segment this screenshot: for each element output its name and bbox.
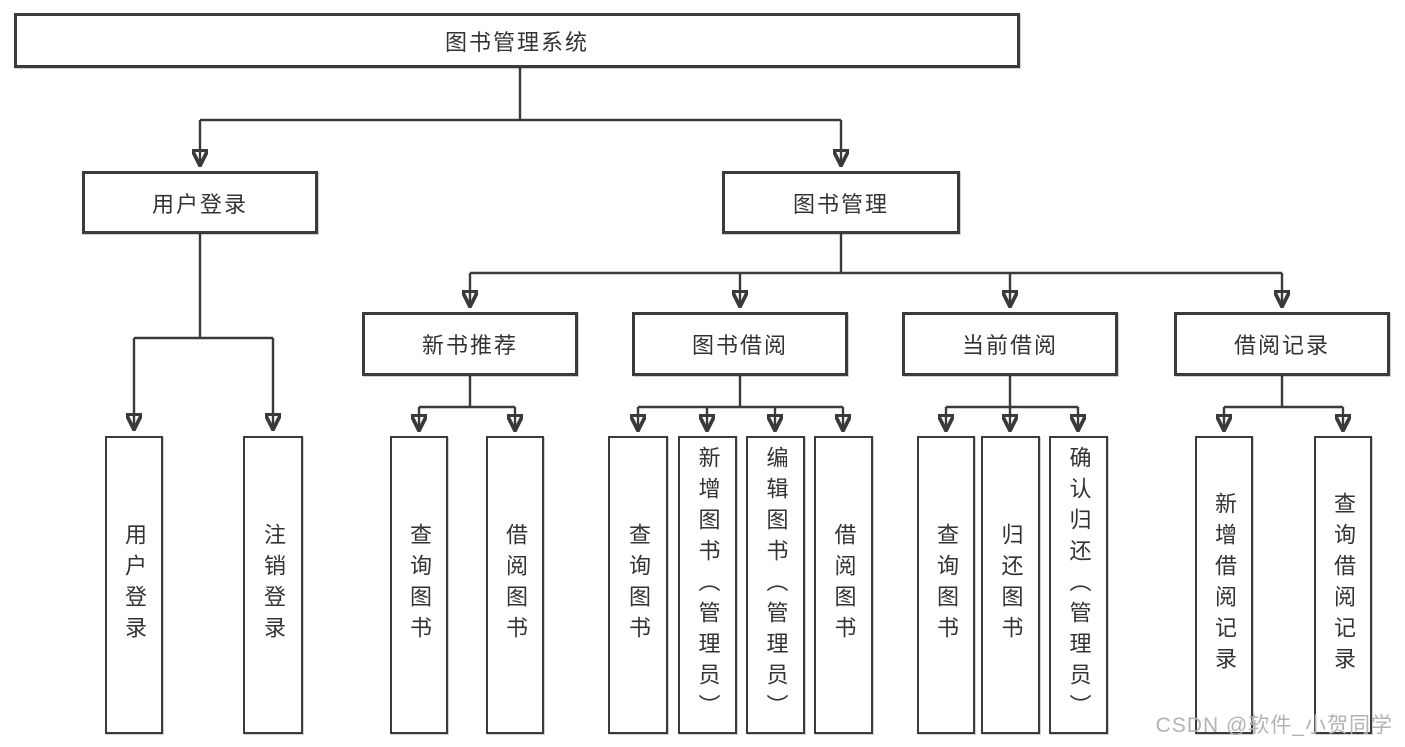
- node-book-management: 图书管理: [722, 171, 960, 234]
- leaf-borrow-books-label: 借阅图书: [831, 523, 857, 647]
- node-user-login-label: 用户登录: [151, 191, 248, 217]
- leaf-add-borrow-record-label: 新增借阅记录: [1212, 492, 1237, 678]
- leaf-return-books-label: 归还图书: [998, 523, 1024, 647]
- leaf-logout-label: 注销登录: [261, 523, 286, 647]
- node-root-system: 图书管理系统: [14, 13, 1020, 68]
- leaf-query-borrow-record: 查询借阅记录: [1314, 436, 1372, 734]
- leaf-query-books-borrow: 查询图书: [608, 436, 668, 734]
- leaf-confirm-return-admin-label: 确认归还（管理员）: [1066, 445, 1092, 725]
- leaf-edit-book-admin-label: 编辑图书（管理员）: [763, 445, 789, 725]
- node-book-management-label: 图书管理: [792, 191, 889, 217]
- leaf-return-books: 归还图书: [981, 436, 1040, 734]
- node-book-borrow: 图书借阅: [632, 312, 848, 376]
- leaf-query-books-borrow-label: 查询图书: [626, 523, 651, 647]
- node-borrow-records: 借阅记录: [1174, 312, 1390, 376]
- node-borrow-records-label: 借阅记录: [1233, 333, 1330, 358]
- leaf-query-books-recommend: 查询图书: [390, 436, 448, 734]
- node-current-borrow-label: 当前借阅: [961, 333, 1058, 358]
- node-user-login: 用户登录: [82, 171, 318, 234]
- leaf-logout: 注销登录: [243, 436, 303, 734]
- leaf-confirm-return-admin: 确认归还（管理员）: [1049, 436, 1108, 734]
- leaf-query-books-current: 查询图书: [917, 436, 975, 734]
- node-new-book-recommend-label: 新书推荐: [421, 333, 518, 358]
- node-root-label: 图书管理系统: [444, 29, 589, 55]
- leaf-borrow-books: 借阅图书: [814, 436, 873, 734]
- leaf-add-book-admin: 新增图书（管理员）: [678, 436, 737, 734]
- node-book-borrow-label: 图书借阅: [691, 333, 788, 358]
- leaf-edit-book-admin: 编辑图书（管理员）: [746, 436, 805, 734]
- leaf-query-books-recommend-label: 查询图书: [407, 523, 432, 647]
- leaf-user-login: 用户登录: [105, 436, 163, 734]
- leaf-add-book-admin-label: 新增图书（管理员）: [695, 445, 721, 725]
- leaf-add-borrow-record: 新增借阅记录: [1195, 436, 1253, 734]
- leaf-user-login-label: 用户登录: [122, 523, 147, 647]
- leaf-query-books-current-label: 查询图书: [934, 523, 959, 647]
- node-current-borrow: 当前借阅: [902, 312, 1118, 376]
- node-new-book-recommend: 新书推荐: [362, 312, 578, 376]
- leaf-query-borrow-record-label: 查询借阅记录: [1331, 492, 1356, 678]
- leaf-borrow-books-recommend-label: 借阅图书: [503, 523, 528, 647]
- leaf-borrow-books-recommend: 借阅图书: [486, 436, 544, 734]
